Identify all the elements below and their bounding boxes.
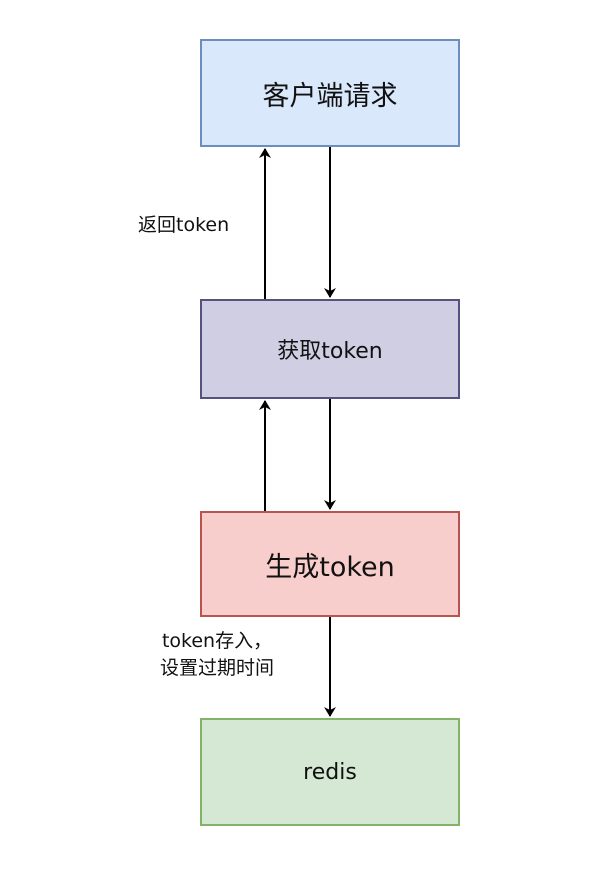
- generate-token-node: 生成token: [200, 511, 460, 617]
- generate-token-label: 生成token: [265, 551, 395, 583]
- return-token-edge-label: 返回token: [138, 212, 230, 239]
- return-token-text: 返回token: [138, 214, 230, 236]
- client-request-node: 客户端请求: [200, 39, 460, 147]
- redis-label: redis: [303, 759, 357, 785]
- store-token-line1: token存入，: [161, 630, 273, 652]
- get-token-label: 获取token: [277, 339, 383, 364]
- client-request-label: 客户端请求: [262, 80, 398, 112]
- store-token-edge-label: token存入， 设置过期时间: [160, 628, 275, 682]
- redis-node: redis: [200, 718, 460, 826]
- get-token-node: 获取token: [200, 299, 460, 399]
- store-token-line2: 设置过期时间: [160, 657, 275, 679]
